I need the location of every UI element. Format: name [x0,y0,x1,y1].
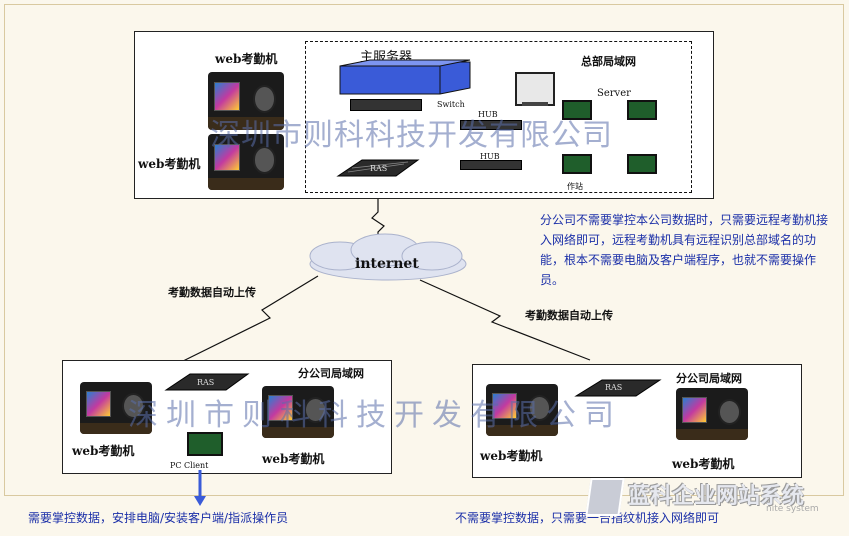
watermark-bottom: 深圳市则科科技开发有限公司 [128,398,622,433]
hub1-icon [460,120,522,130]
internet-label: internet [355,256,419,272]
hq-attendance-device-2 [208,134,284,190]
branch-left-ras-label: RAS [197,378,215,387]
upload-right-label: 考勤数据自动上传 [525,309,613,322]
site-logo: 蓝科企业网站系统 nite system [585,474,844,518]
hq-device1-label: web考勤机 [215,52,278,66]
upload-left-label: 考勤数据自动上传 [168,286,256,299]
branch-right-device2-label: web考勤机 [672,457,735,471]
hq-lan-label: 总部局域网 [581,55,636,68]
workstation-icon-2 [627,100,657,120]
branch-right-ras-label: RAS [605,383,623,392]
branch-left-device1-label: web考勤机 [72,444,135,458]
hq-ras-label: RAS [370,164,388,173]
hq-attendance-device-1 [208,72,284,130]
hub1-label: HUB [478,110,498,119]
hq-device2-label: web考勤机 [138,157,201,171]
branch-right-lan-label: 分公司局域网 [676,372,742,385]
branch-right-device-2 [676,388,748,440]
switch-icon [350,99,422,111]
workstation-icon-1 [562,100,592,120]
workstation-icon-4 [627,154,657,174]
branch-note: 分公司不需要掌控本公司数据时，只需要远程考勤机接入网络即可，远程考勤机具有远程识… [540,213,829,287]
logo-mark-icon [585,478,625,516]
headquarters-lan-boundary [305,41,692,193]
hub2-label: HUB [480,152,500,161]
branch-right-device-1 [486,384,558,436]
branch-left-device-2 [262,386,334,438]
bottom-right-caption: 不需要掌控数据，只需要一台指纹机接入网络即可 [455,511,720,525]
server-terminal-icon [515,72,555,106]
branch-right-device1-label: web考勤机 [480,449,543,463]
watermark-top: 深圳市则科科技开发有限公司 [210,118,613,153]
logo-subtext: nite system [766,504,819,514]
branch-left-device2-label: web考勤机 [262,452,325,466]
server-terminal-base [522,102,548,106]
server-label: Server [597,88,631,99]
switch-label: Switch [437,100,465,109]
workstation-label: 作站 [567,182,583,191]
branch-left-lan-label: 分公司局域网 [298,367,364,380]
logo-text: 蓝科企业网站系统 [628,484,805,509]
branch-left-device-1 [80,382,152,434]
bottom-left-caption: 需要掌控数据，安排电脑/安装客户端/指派操作员 [28,511,289,525]
hub2-icon [460,160,522,170]
pc-client-icon [187,432,223,456]
pc-client-label: PC Client [170,461,209,470]
workstation-icon-3 [562,154,592,174]
